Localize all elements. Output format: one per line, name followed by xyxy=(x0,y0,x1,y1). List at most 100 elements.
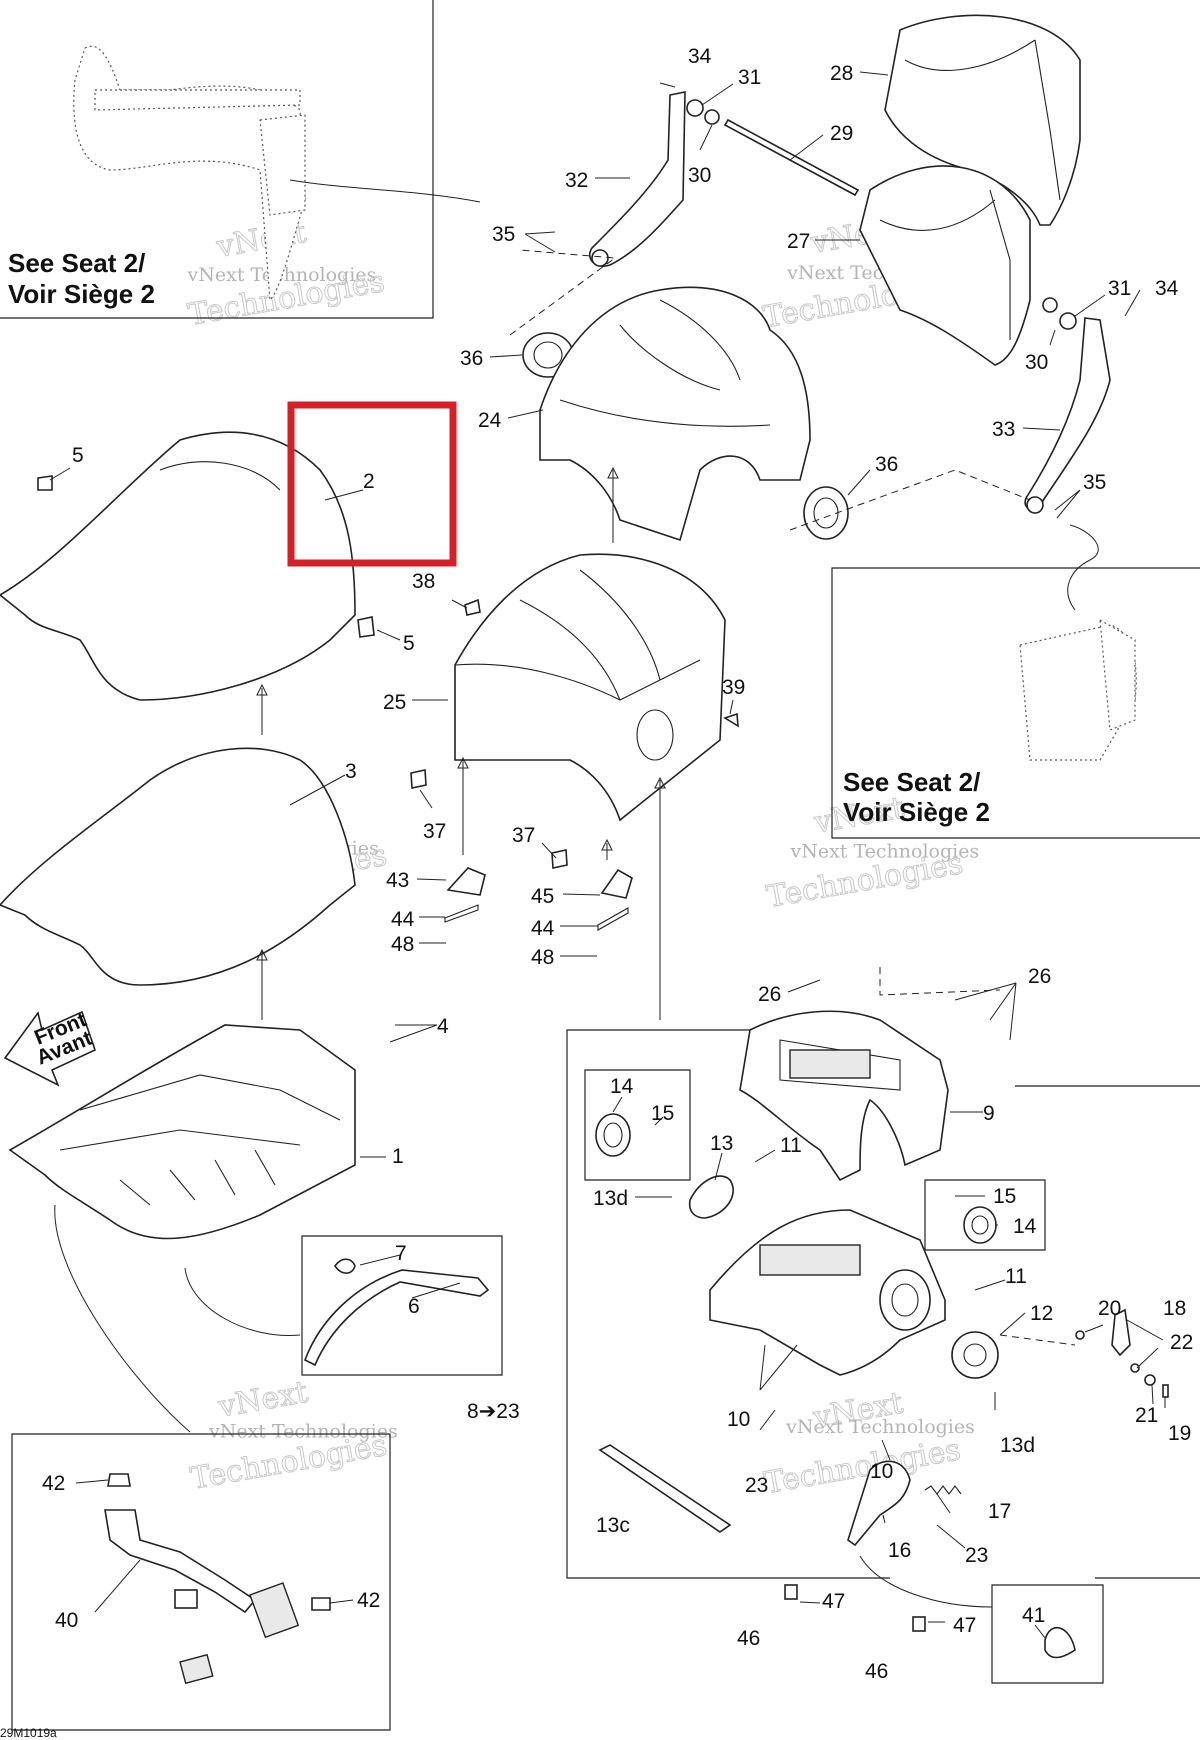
part-30-washer xyxy=(704,109,720,125)
label-30: 30 xyxy=(688,164,711,187)
part-24-seat xyxy=(539,286,811,542)
label-44: 44 xyxy=(391,908,415,931)
label-6: 6 xyxy=(408,1295,420,1318)
label-1: 1 xyxy=(392,1145,404,1168)
part-42-clip xyxy=(107,1473,131,1487)
inset-box-14-15-right xyxy=(924,1179,1046,1251)
part-21-washer xyxy=(1144,1374,1156,1386)
label-14: 14 xyxy=(610,1075,634,1098)
part-12-plate xyxy=(951,1331,999,1379)
label-10: 10 xyxy=(727,1408,750,1431)
watermark-bottom-left: vNext vNext Technologies Technologies xyxy=(187,1374,397,1497)
part-19-pin xyxy=(1162,1384,1169,1398)
label-31: 31 xyxy=(738,66,761,89)
label-47: 47 xyxy=(822,1590,845,1613)
label-42: 42 xyxy=(357,1589,380,1612)
label-21: 21 xyxy=(1135,1404,1158,1427)
label-35: 35 xyxy=(492,223,515,246)
inset-box-14-15 xyxy=(584,1069,691,1181)
label-25: 25 xyxy=(383,691,406,714)
part-39-clip xyxy=(723,712,739,728)
label-33: 33 xyxy=(992,418,1015,441)
see-seat-2-label-fr: Voir Siège 2 xyxy=(8,279,155,309)
label-38: 38 xyxy=(412,570,435,593)
label-41: 41 xyxy=(1022,1604,1045,1627)
part-14-bearing xyxy=(595,1113,631,1157)
label-23: 23 xyxy=(965,1544,988,1567)
label-40: 40 xyxy=(55,1609,78,1632)
label-12: 12 xyxy=(1030,1302,1053,1325)
part-40-harness xyxy=(104,1509,300,1685)
label-26: 26 xyxy=(758,983,781,1006)
part-30-washer xyxy=(1042,297,1058,313)
see-seat-2-label-fr: Voir Siège 2 xyxy=(843,797,990,827)
part-44-plate xyxy=(597,907,629,931)
part-22-spacer xyxy=(1130,1363,1140,1373)
part-5-clip xyxy=(37,475,53,491)
watermark-line-3: Technologies xyxy=(762,1432,964,1501)
front-direction-arrow: Front Avant xyxy=(3,1008,96,1087)
part-37-clip xyxy=(410,769,427,789)
label-4: 4 xyxy=(437,1015,449,1038)
part-2-seat-cover xyxy=(0,431,356,701)
part-7-clip xyxy=(334,1258,356,1274)
part-38-clip xyxy=(464,598,481,616)
label-15: 15 xyxy=(993,1185,1016,1208)
part-31-washer xyxy=(686,99,704,117)
part-14-bearing xyxy=(963,1206,997,1244)
part-3-seat-cover xyxy=(0,747,356,986)
part-29-rod xyxy=(723,118,860,197)
part-32-bracket xyxy=(588,91,686,267)
inset-box-6-7 xyxy=(301,1235,503,1376)
label-7: 7 xyxy=(395,1242,407,1265)
label-13c: 13c xyxy=(596,1514,630,1537)
label-8-23: 8➔23 xyxy=(467,1400,520,1423)
label-42: 42 xyxy=(42,1472,65,1495)
label-17: 17 xyxy=(988,1500,1011,1523)
part-25-seat-foam xyxy=(454,553,726,822)
inset-see-seat-2-top-left: See Seat 2/ Voir Siège 2 xyxy=(0,0,481,319)
part-44-plate xyxy=(444,904,479,923)
label-46: 46 xyxy=(737,1627,760,1650)
label-5: 5 xyxy=(72,444,84,467)
label-15: 15 xyxy=(651,1102,674,1125)
label-34: 34 xyxy=(1155,277,1179,300)
part-20-screw xyxy=(1075,1330,1085,1340)
label-47: 47 xyxy=(953,1614,976,1637)
label-16: 16 xyxy=(888,1539,911,1562)
label-44: 44 xyxy=(531,917,555,940)
part-17-spring xyxy=(924,1485,962,1495)
part-28-backrest-cover xyxy=(884,14,1081,226)
part-16-lever xyxy=(847,1460,911,1547)
label-28: 28 xyxy=(830,62,853,85)
part-41-clip xyxy=(1044,1626,1076,1659)
part-13c-strip xyxy=(598,1444,732,1533)
part-45-bracket xyxy=(600,868,633,899)
label-10: 10 xyxy=(870,1460,893,1483)
label-39: 39 xyxy=(722,676,745,699)
part-46-foot xyxy=(784,1584,798,1600)
label-31: 31 xyxy=(1108,277,1131,300)
part-43-bracket xyxy=(446,867,486,896)
label-20: 20 xyxy=(1098,1297,1121,1320)
label-48: 48 xyxy=(391,933,414,956)
label-13d: 13d xyxy=(593,1187,628,1210)
part-31-washer xyxy=(1059,312,1077,330)
part-36-cup xyxy=(803,486,849,540)
label-13: 13 xyxy=(710,1132,733,1155)
label-46: 46 xyxy=(865,1660,888,1683)
label-18: 18 xyxy=(1163,1297,1186,1320)
label-5: 5 xyxy=(403,632,415,655)
label-29: 29 xyxy=(830,122,853,145)
label-23: 23 xyxy=(745,1474,768,1497)
label-22: 22 xyxy=(1170,1331,1193,1354)
watermark-line-2: vNext Technologies xyxy=(789,841,979,863)
see-seat-2-label-en: See Seat 2/ xyxy=(843,767,980,797)
inset-see-seat-2-right: See Seat 2/ Voir Siège 2 xyxy=(831,524,1200,839)
label-30: 30 xyxy=(1025,351,1048,374)
part-46-foot xyxy=(912,1616,926,1632)
assembly-arrows xyxy=(54,249,1076,1608)
label-26: 26 xyxy=(1028,965,1051,988)
label-24: 24 xyxy=(478,409,502,432)
